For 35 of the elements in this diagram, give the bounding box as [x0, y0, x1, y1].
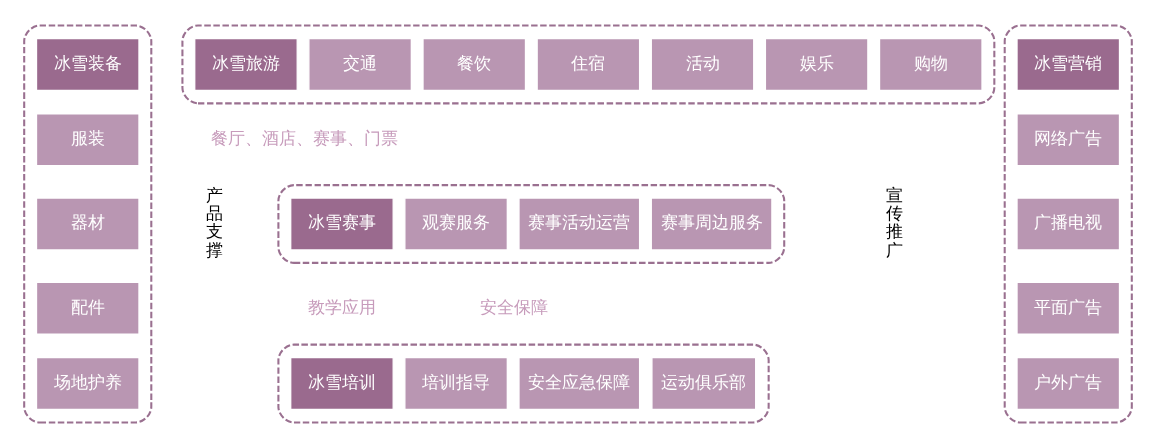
- label: 宣传推广: [885, 184, 903, 260]
- node-box: 观赛服务: [404, 196, 508, 251]
- node-box: 赛事周边服务: [650, 196, 773, 251]
- node-box: 运动俱乐部: [651, 356, 757, 410]
- node-box: 冰雪营销: [1016, 37, 1121, 91]
- node-box: 娱乐: [764, 37, 869, 91]
- node-box: 器材: [35, 196, 140, 251]
- node-box: 住宿: [536, 37, 641, 91]
- node-box: 冰雪培训: [290, 356, 394, 410]
- label: 教学应用: [307, 296, 376, 317]
- node-box: 购物: [878, 37, 983, 91]
- node-box: 冰雪装备: [35, 37, 140, 91]
- label: 产品支撑: [206, 184, 224, 260]
- node-box: 户外广告: [1016, 356, 1121, 410]
- node-box: 场地护养: [35, 356, 140, 410]
- label: 安全保障: [480, 296, 549, 317]
- node-box: 服装: [35, 112, 140, 166]
- cluster: [1003, 24, 1133, 423]
- node-box: 广播电视: [1016, 196, 1121, 251]
- node-box: 安全应急保障: [518, 356, 641, 410]
- cluster: [277, 343, 770, 423]
- node-box: 配件: [35, 281, 140, 335]
- node-box: 冰雪旅游: [194, 37, 298, 91]
- node-box: 培训指导: [404, 356, 508, 410]
- node-box: 活动: [650, 37, 755, 91]
- cluster: [277, 183, 786, 264]
- label: 餐厅、酒店、赛事、门票: [210, 127, 398, 148]
- node-box: 交通: [308, 37, 412, 91]
- cluster: [181, 24, 996, 104]
- node-box: 赛事活动运营: [518, 196, 641, 251]
- node-box: 网络广告: [1016, 112, 1121, 166]
- node-box: 冰雪赛事: [290, 196, 394, 251]
- cluster: [23, 24, 153, 423]
- node-box: 餐饮: [422, 37, 527, 91]
- node-box: 平面广告: [1016, 281, 1121, 335]
